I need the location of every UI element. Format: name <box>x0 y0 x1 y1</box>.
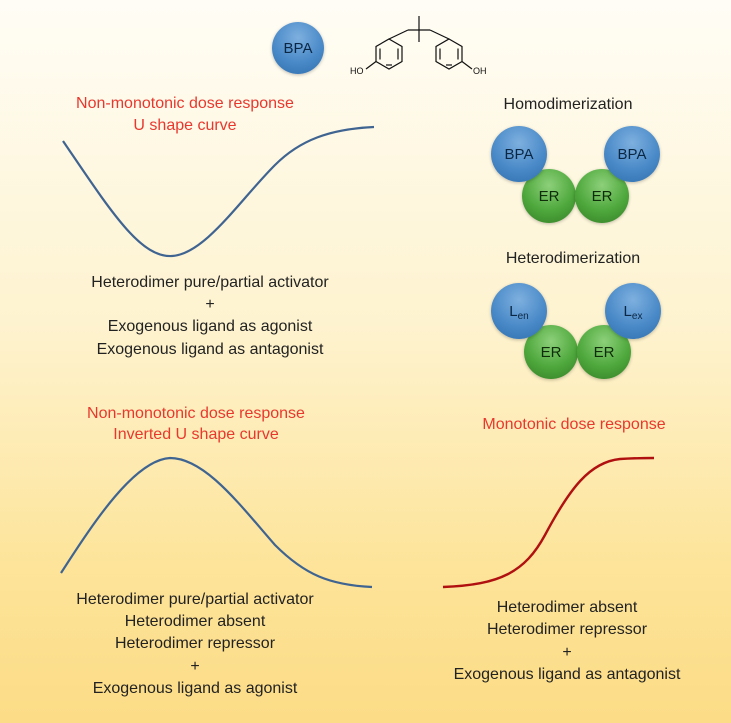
lower-right-line-1: Heterodimer absent <box>496 599 638 616</box>
u-curve-line <box>62 125 375 258</box>
lower-left-line-4: + <box>190 658 200 675</box>
hetero-ligand-en: Len <box>491 283 547 339</box>
bpa-ball-label: BPA <box>283 39 313 57</box>
lower-right-title: Monotonic dose response <box>482 416 666 433</box>
lower-right-line-4: Exogenous ligand as antagonist <box>453 666 681 683</box>
molecule-ho-label: HO <box>350 66 364 76</box>
homo-bpa-left-label: BPA <box>504 145 534 163</box>
upper-left-line-4: Exogenous ligand as antagonist <box>96 341 324 358</box>
lower-left-title-2: Inverted U shape curve <box>113 426 279 443</box>
hetero-ligand-ex-label: Lex <box>623 302 643 322</box>
inverted-u-curve-line <box>60 456 373 589</box>
monotonic-curve-line <box>442 456 655 589</box>
homo-er-left-label: ER <box>538 187 560 205</box>
lower-right-line-3: + <box>562 644 572 661</box>
lower-left-title-1: Non-monotonic dose response <box>87 405 305 422</box>
hetero-ligand-en-label: Len <box>509 302 529 322</box>
homo-bpa-left: BPA <box>491 126 547 182</box>
upper-left-title-1: Non-monotonic dose response <box>76 95 294 112</box>
hetero-er-left-label: ER <box>540 343 562 361</box>
heterodimerization-title: Heterodimerization <box>505 250 641 267</box>
hetero-er-right-label: ER <box>593 343 615 361</box>
upper-left-title-2: U shape curve <box>133 117 237 134</box>
homo-er-right-label: ER <box>591 187 613 205</box>
bpa-ball: BPA <box>272 22 324 74</box>
upper-left-line-1: Heterodimer pure/partial activator <box>91 274 329 291</box>
homo-bpa-right: BPA <box>604 126 660 182</box>
lower-left-line-1: Heterodimer pure/partial activator <box>76 591 314 608</box>
upper-left-line-3: Exogenous ligand as agonist <box>107 318 313 335</box>
homodimerization-title: Homodimerization <box>503 96 633 113</box>
lower-left-line-3: Heterodimer repressor <box>114 635 276 652</box>
bpa-molecule: HO OH <box>350 16 487 76</box>
lower-right-line-2: Heterodimer repressor <box>486 621 648 638</box>
upper-left-line-2: + <box>205 296 215 313</box>
molecule-oh-label: OH <box>473 66 487 76</box>
hetero-ligand-ex: Lex <box>605 283 661 339</box>
lower-left-line-5: Exogenous ligand as agonist <box>92 680 298 697</box>
lower-left-line-2: Heterodimer absent <box>124 613 266 630</box>
homo-bpa-right-label: BPA <box>617 145 647 163</box>
